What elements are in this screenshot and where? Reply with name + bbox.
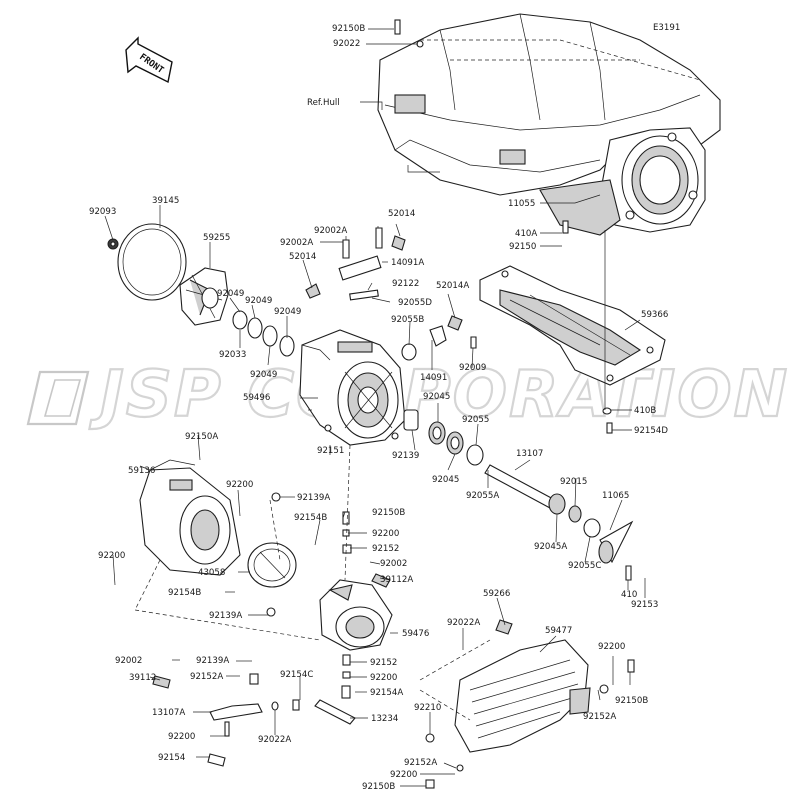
label-92055C: 92055C (568, 561, 601, 571)
label-410: 410 (621, 590, 637, 600)
label-92093: 92093 (89, 207, 116, 217)
label-92049-b: 92049 (245, 296, 272, 306)
label-92152A-a: 92152A (190, 672, 223, 682)
label-92210: 92210 (414, 703, 441, 713)
label-92200-left: 92200 (98, 551, 125, 561)
label-92022: 92022 (333, 39, 360, 49)
label-92154D: 92154D (634, 426, 668, 436)
steering-linkage-drawing (152, 673, 300, 767)
label-92154A: 92154A (370, 688, 403, 698)
wear-ring-drawing (107, 223, 187, 301)
label-92152-a: 92152 (372, 544, 399, 554)
label-92151: 92151 (317, 446, 344, 456)
label-92153: 92153 (631, 600, 658, 610)
watermark-logo-mark (26, 370, 90, 426)
ring-43058-drawing (247, 492, 297, 617)
label-92154B-a: 92154B (294, 513, 327, 523)
label-92122: 92122 (392, 279, 419, 289)
label-92152A-c: 92152A (404, 758, 437, 768)
label-92152-b: 92152 (370, 658, 397, 668)
label-92139A-c: 92139A (196, 656, 229, 666)
part-labels: 92150B 92022 Ref.Hull 11055 410A 92150 5… (89, 24, 668, 792)
label-92049-d: 92049 (250, 370, 277, 380)
hull-drawing (377, 13, 721, 236)
label-13234: 13234 (371, 714, 398, 724)
label-11055: 11055 (508, 199, 535, 209)
label-59136: 59136 (128, 466, 155, 476)
label-59477: 59477 (545, 626, 572, 636)
label-92055D: 92055D (398, 298, 432, 308)
label-92154: 92154 (158, 753, 185, 763)
label-43058: 43058 (198, 568, 225, 578)
label-92200-c: 92200 (370, 673, 397, 683)
label-92150B-bot: 92150B (362, 782, 395, 792)
label-92022A-b: 92022A (258, 735, 291, 745)
label-14091: 14091 (420, 373, 447, 383)
label-52014-a: 52014 (388, 209, 415, 219)
label-ref-hull: Ref.Hull (307, 98, 340, 108)
cooling-fittings-drawing (305, 227, 477, 361)
label-59266: 59266 (483, 589, 510, 599)
label-92150A: 92150A (185, 432, 218, 442)
bearings-shaft-drawing (403, 409, 634, 581)
label-92055A: 92055A (466, 491, 499, 501)
label-92045-b: 92045 (432, 475, 459, 485)
label-92150B-r: 92150B (615, 696, 648, 706)
label-59496: 59496 (243, 393, 270, 403)
label-92150B: 92150B (332, 24, 365, 34)
label-92200-e: 92200 (598, 642, 625, 652)
label-92055: 92055 (462, 415, 489, 425)
label-92200-f: 92200 (390, 770, 417, 780)
label-92045-a: 92045 (423, 392, 450, 402)
label-92033: 92033 (219, 350, 246, 360)
leader-lines (104, 28, 646, 787)
label-92022A-a: 92022A (447, 618, 480, 628)
label-92002A-a: 92002A (314, 226, 347, 236)
label-13107: 13107 (516, 449, 543, 459)
label-92045A: 92045A (534, 542, 567, 552)
label-410B: 410B (634, 406, 656, 416)
label-39112A: 39112A (380, 575, 413, 585)
label-92200-b: 92200 (372, 529, 399, 539)
pump-body-drawing (299, 329, 406, 446)
label-92002: 92002 (380, 559, 407, 569)
label-11065: 11065 (602, 491, 629, 501)
label-59476: 59476 (402, 629, 429, 639)
label-92139: 92139 (392, 451, 419, 461)
label-92055B: 92055B (391, 315, 424, 325)
label-92200-a: 92200 (226, 480, 253, 490)
diagram-code: E3191 (653, 23, 680, 33)
label-52014A: 52014A (436, 281, 469, 291)
nozzle-drawing (319, 579, 393, 651)
label-92154B-b: 92154B (168, 588, 201, 598)
label-39112: 39112 (129, 673, 156, 683)
label-92139A-a: 92139A (297, 493, 330, 503)
label-13107A: 13107A (152, 708, 185, 718)
label-92150: 92150 (509, 242, 536, 252)
label-59366: 59366 (641, 310, 668, 320)
label-39145: 39145 (152, 196, 179, 206)
label-92049-a: 92049 (217, 289, 244, 299)
front-arrow-icon: FRONT (125, 36, 173, 84)
label-52014-b: 52014 (289, 252, 316, 262)
label-92152A-b: 92152A (583, 712, 616, 722)
label-92009: 92009 (459, 363, 486, 373)
label-92002-b: 92002 (115, 656, 142, 666)
impeller-drawing (179, 267, 229, 326)
label-92002A-b: 92002A (280, 238, 313, 248)
label-92015: 92015 (560, 477, 587, 487)
seal-rings-drawing (232, 310, 295, 357)
label-92139A-b: 92139A (209, 611, 242, 621)
label-92150B-mid: 92150B (372, 508, 405, 518)
reverse-bucket-drawing (425, 619, 635, 789)
label-92154C: 92154C (280, 670, 313, 680)
stator-drawing (139, 459, 241, 576)
label-14091A: 14091A (391, 258, 424, 268)
label-92200-d: 92200 (168, 732, 195, 742)
label-410A: 410A (515, 229, 537, 239)
hardware-column-drawing (314, 511, 391, 725)
label-59255: 59255 (203, 233, 230, 243)
label-92049-c: 92049 (274, 307, 301, 317)
